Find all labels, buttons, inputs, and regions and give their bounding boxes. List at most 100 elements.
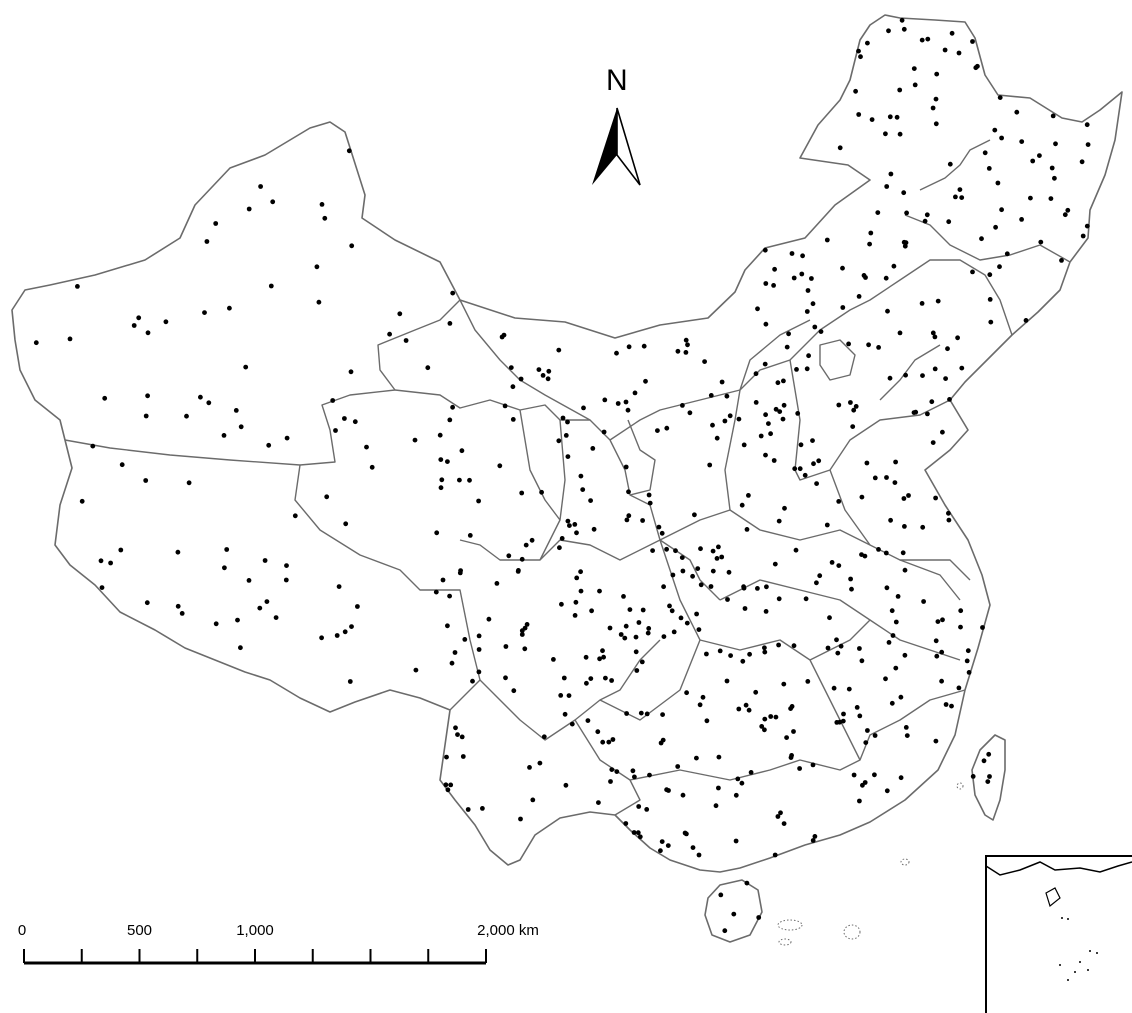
station-point bbox=[660, 712, 665, 717]
station-point bbox=[1037, 153, 1042, 159]
station-point bbox=[690, 845, 696, 850]
station-point bbox=[102, 395, 108, 401]
station-point bbox=[449, 660, 455, 666]
station-point bbox=[719, 554, 725, 560]
station-point bbox=[589, 608, 594, 614]
station-point bbox=[364, 444, 369, 450]
station-point bbox=[695, 566, 701, 571]
station-point bbox=[893, 619, 899, 625]
station-point bbox=[565, 454, 571, 459]
station-point bbox=[887, 375, 893, 381]
station-point bbox=[985, 779, 991, 784]
station-point bbox=[510, 417, 516, 422]
station-point bbox=[119, 462, 125, 468]
station-point bbox=[460, 754, 466, 759]
station-point bbox=[710, 568, 716, 574]
station-point bbox=[806, 353, 811, 359]
station-point bbox=[794, 367, 799, 372]
station-point bbox=[346, 148, 352, 154]
station-point bbox=[707, 462, 713, 468]
station-point bbox=[565, 419, 570, 425]
station-point bbox=[886, 28, 891, 34]
station-point bbox=[840, 265, 845, 271]
station-point bbox=[632, 774, 637, 780]
station-point bbox=[588, 676, 594, 681]
station-point bbox=[700, 694, 706, 700]
station-point bbox=[940, 429, 945, 435]
station-point bbox=[108, 560, 113, 566]
station-point bbox=[856, 112, 862, 117]
station-point bbox=[334, 633, 340, 638]
station-point bbox=[238, 424, 244, 430]
station-point bbox=[567, 523, 572, 528]
station-point bbox=[736, 416, 742, 422]
station-point bbox=[527, 765, 532, 770]
station-point bbox=[804, 309, 810, 314]
station-point bbox=[970, 39, 975, 44]
station-point bbox=[1028, 195, 1033, 201]
station-point bbox=[369, 464, 375, 470]
station-point bbox=[572, 522, 578, 527]
station-point bbox=[886, 640, 892, 645]
station-point bbox=[333, 428, 338, 433]
station-point bbox=[623, 821, 629, 826]
station-point bbox=[887, 114, 893, 120]
station-point bbox=[753, 400, 759, 405]
station-point bbox=[641, 343, 647, 349]
station-point bbox=[574, 530, 579, 536]
station-point bbox=[578, 569, 583, 575]
station-point bbox=[626, 489, 631, 495]
station-point bbox=[891, 263, 897, 269]
station-point bbox=[958, 608, 964, 614]
scale-label: 0 bbox=[18, 922, 26, 939]
station-point bbox=[958, 624, 963, 630]
station-point bbox=[626, 513, 632, 519]
station-point bbox=[352, 419, 358, 425]
station-point bbox=[645, 630, 651, 636]
station-point bbox=[683, 337, 689, 343]
station-point bbox=[713, 803, 719, 809]
station-point bbox=[731, 911, 737, 917]
country-outline bbox=[11, 14, 1123, 873]
station-point bbox=[238, 645, 243, 651]
station-point bbox=[501, 332, 507, 338]
station-point bbox=[753, 371, 759, 377]
station-point bbox=[606, 739, 612, 745]
station-point bbox=[257, 605, 263, 611]
station-point bbox=[722, 418, 728, 424]
station-point bbox=[746, 493, 751, 498]
station-point bbox=[797, 466, 803, 472]
station-point bbox=[838, 643, 844, 649]
station-point bbox=[413, 667, 419, 673]
station-point bbox=[1085, 142, 1091, 148]
south-china-sea-inset bbox=[985, 855, 1132, 1013]
station-point bbox=[319, 202, 325, 207]
station-point bbox=[438, 485, 444, 491]
station-point bbox=[694, 755, 699, 761]
station-point bbox=[179, 611, 185, 616]
station-point bbox=[670, 572, 676, 578]
station-point bbox=[560, 415, 566, 421]
station-point bbox=[993, 224, 998, 230]
station-point bbox=[862, 780, 868, 785]
station-point bbox=[854, 705, 860, 710]
station-point bbox=[912, 82, 918, 88]
station-point bbox=[744, 880, 750, 886]
station-point bbox=[1004, 251, 1010, 257]
station-point bbox=[519, 556, 525, 562]
station-point bbox=[898, 694, 904, 700]
station-point bbox=[959, 195, 965, 201]
station-point bbox=[933, 638, 939, 644]
station-point bbox=[793, 547, 799, 553]
station-point bbox=[1049, 165, 1055, 171]
station-point bbox=[447, 321, 453, 326]
station-point bbox=[600, 739, 606, 745]
station-point bbox=[726, 569, 732, 575]
station-point bbox=[782, 505, 787, 511]
north-arrow-dark-half bbox=[592, 108, 617, 185]
station-point bbox=[966, 670, 972, 675]
station-point bbox=[444, 754, 449, 760]
station-point bbox=[781, 681, 787, 687]
station-point bbox=[866, 342, 871, 348]
